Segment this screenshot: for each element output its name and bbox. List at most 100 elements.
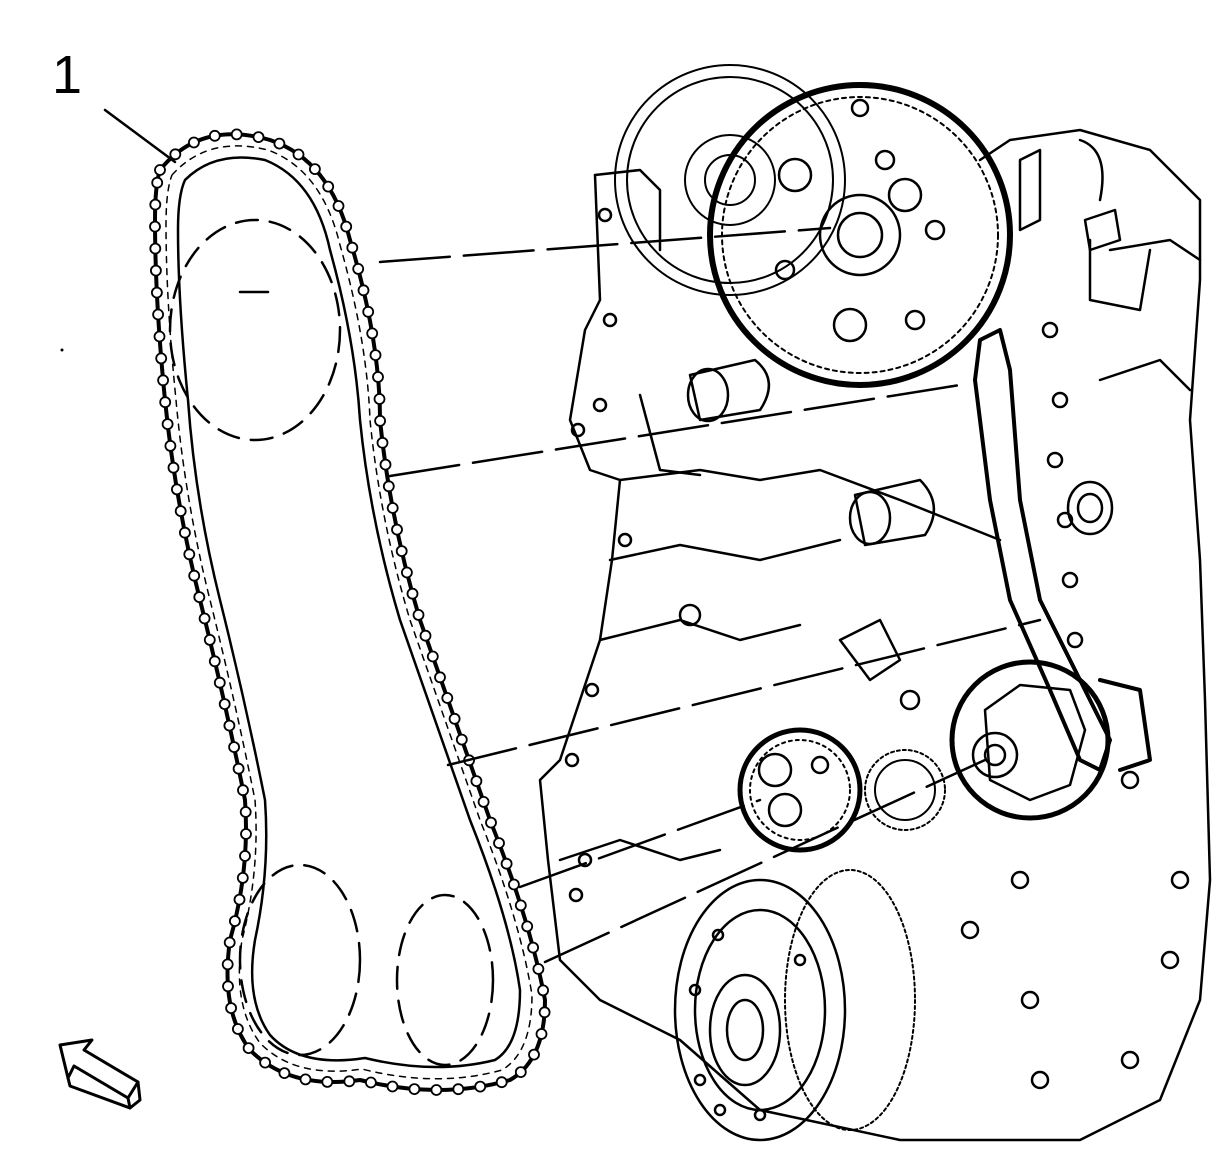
chain-link	[332, 200, 345, 212]
chain-link	[188, 569, 201, 582]
chain-link	[150, 286, 163, 299]
chain-link	[376, 436, 389, 449]
chain-link	[213, 676, 226, 689]
chain-link	[408, 1083, 421, 1095]
chain-link	[535, 1028, 548, 1040]
balance-shaft-sprocket	[949, 659, 1111, 821]
chain-link	[532, 963, 545, 975]
chain-link	[379, 458, 392, 471]
chain-link	[170, 483, 183, 496]
chain-link	[153, 330, 166, 343]
chain-link	[259, 1056, 272, 1069]
chain-link	[223, 719, 236, 732]
chain-link	[278, 1067, 291, 1079]
block-bosses	[638, 138, 1152, 682]
chain-link	[218, 698, 231, 710]
crankshaft-sprocket	[737, 727, 863, 853]
chain-link	[322, 180, 335, 193]
chain-link	[154, 164, 166, 176]
chain-link	[434, 671, 446, 684]
chain-link	[374, 414, 387, 427]
chain-link	[233, 893, 246, 906]
callout-1-leader	[103, 108, 177, 164]
alignment-leader-lines	[238, 226, 1042, 964]
chain-link	[448, 712, 461, 725]
chain-link	[174, 505, 187, 518]
chain-link	[430, 1084, 443, 1096]
chain-link	[161, 418, 174, 431]
idler-gear	[864, 749, 946, 831]
chain-link	[391, 523, 403, 536]
chain-link	[470, 775, 483, 787]
chain-link	[157, 374, 170, 387]
chain-link	[225, 1002, 238, 1014]
chain-link	[426, 650, 439, 663]
chain-link	[169, 148, 182, 161]
chain-link	[412, 609, 425, 621]
front-direction-arrow-icon	[58, 348, 142, 1110]
chain-link	[239, 850, 251, 862]
chain-link	[474, 1080, 487, 1093]
chain-link	[500, 857, 513, 870]
chain-link	[386, 1080, 399, 1093]
chain-link	[382, 480, 395, 493]
chain-link	[159, 396, 172, 409]
chain-link	[395, 545, 408, 557]
chain-link	[239, 806, 252, 818]
chain-link	[149, 242, 162, 255]
chain-link	[237, 784, 249, 797]
chain-link	[149, 264, 162, 277]
chain-link	[221, 958, 234, 971]
chain-link	[508, 878, 520, 891]
chain-link	[167, 461, 180, 474]
chain-link	[193, 591, 206, 603]
chain-link	[208, 655, 221, 668]
chain-link	[357, 284, 370, 297]
chain-link	[208, 129, 221, 142]
chain-link	[152, 308, 165, 321]
chain-link	[151, 176, 164, 189]
chain-link	[527, 941, 539, 954]
chain-link	[362, 305, 375, 318]
chain-link	[340, 220, 353, 233]
chain-link	[178, 526, 191, 539]
chain-link	[242, 1042, 255, 1054]
chain-link	[164, 439, 177, 452]
chain-link	[514, 1066, 527, 1078]
engine-block	[538, 128, 1212, 1142]
timing-chain	[149, 128, 551, 1096]
chain-link	[240, 828, 252, 840]
chain-link	[198, 612, 211, 625]
chain-link	[495, 1076, 508, 1089]
chain-link	[373, 393, 386, 405]
chain-link	[187, 136, 200, 149]
chain-link	[232, 762, 245, 775]
chain-link	[366, 327, 379, 340]
chain-guide	[973, 328, 1152, 772]
chain-link	[228, 915, 241, 927]
chain-link	[452, 1083, 465, 1096]
chain-link	[230, 128, 243, 141]
chain-link	[222, 980, 234, 993]
chain-link	[203, 634, 216, 646]
chain-link	[346, 241, 359, 254]
callout-1: 1	[52, 45, 83, 105]
chain-link	[485, 816, 497, 829]
chain-link	[223, 936, 236, 949]
chain-link	[528, 1048, 540, 1061]
chain-link	[183, 548, 196, 561]
chain-link	[273, 137, 286, 150]
chain-link	[493, 837, 505, 849]
chain-link	[406, 587, 419, 600]
intake-camshaft-sprocket	[707, 82, 1013, 388]
chain-link	[441, 692, 454, 704]
chain-link	[231, 1023, 244, 1035]
chain-link	[228, 741, 241, 753]
chain-link	[149, 198, 162, 211]
chain-link	[521, 920, 534, 933]
chain-link	[514, 899, 527, 912]
chain-link	[537, 984, 549, 997]
chain-link	[386, 502, 399, 514]
chain-link	[236, 872, 249, 884]
